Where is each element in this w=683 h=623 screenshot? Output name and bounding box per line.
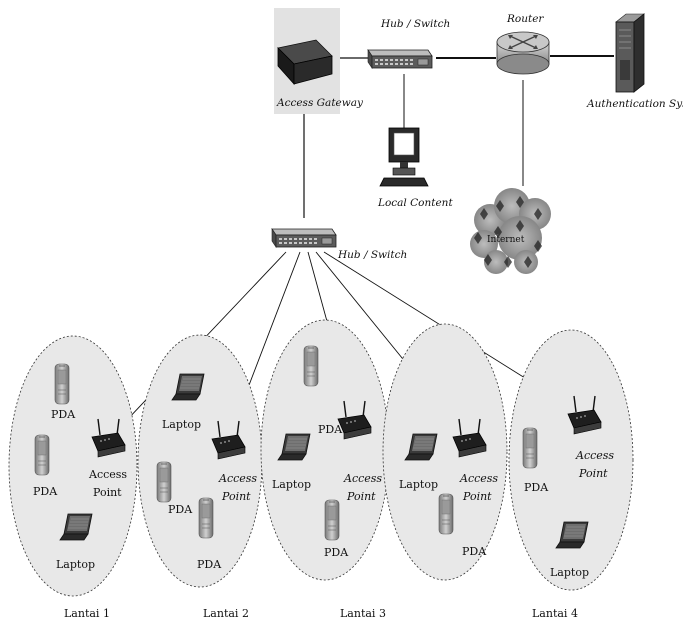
hub-switch-top-label: Hub / Switch (380, 18, 450, 30)
ap-label-line2: Point (93, 486, 122, 499)
ap-label-line2: Point (462, 490, 492, 503)
auth-system-label: Authentication System (586, 98, 683, 110)
zone-2-devices: Laptop Access Point PDA PDA (156, 373, 257, 571)
pda-label: PDA (324, 546, 349, 559)
pda-icon (303, 345, 319, 387)
laptop-label: Laptop (550, 566, 589, 579)
pda-label: PDA (197, 558, 222, 571)
internet-label: Internet (487, 235, 525, 245)
pda-icon (198, 497, 214, 539)
floor-zone-5 (508, 329, 634, 591)
laptop-label: Laptop (272, 478, 311, 491)
access-gateway: Access Gateway (274, 8, 364, 114)
pda-label: PDA (33, 485, 58, 498)
ap-label-line2: Point (221, 490, 251, 503)
zone-4-devices: Laptop Access Point PDA (399, 418, 498, 558)
floor-zone-3 (260, 319, 390, 581)
ap-label-line1: Access (575, 449, 614, 462)
router-label: Router (506, 13, 544, 25)
laptop-label: Laptop (56, 558, 95, 571)
pda-icon (54, 363, 70, 405)
pda-label: PDA (51, 408, 76, 421)
floor-captions: Lantai 1 Lantai 2 Lantai 3 Lantai 4 (64, 607, 578, 620)
ap-label-line1: Access (88, 468, 127, 481)
switch-icon (367, 49, 433, 69)
gateway-icon (277, 39, 333, 86)
floor-zone-1 (8, 335, 138, 597)
pda-label: PDA (524, 481, 549, 494)
pda-label: PDA (168, 503, 193, 516)
laptop-label: Laptop (399, 478, 438, 491)
floor-zones (8, 319, 634, 597)
ap-label-line1: Access (459, 472, 498, 485)
server-icon (615, 13, 645, 93)
pda-icon (34, 434, 50, 476)
zone-5-devices: Access Point PDA Laptop (522, 395, 614, 579)
hub-switch-mid: Hub / Switch (271, 228, 407, 261)
pda-icon (522, 427, 538, 469)
hub-switch-mid-label: Hub / Switch (337, 249, 407, 261)
router-icon (496, 31, 550, 75)
floor-zone-4 (382, 323, 508, 581)
floor-caption-1: Lantai 1 (64, 607, 110, 620)
authentication-system: Authentication System (586, 13, 683, 110)
cloud-icon (470, 188, 551, 274)
pda-label: PDA (318, 423, 343, 436)
pda-icon (156, 461, 172, 503)
ap-label-line2: Point (346, 490, 376, 503)
zone-1-devices: PDA PDA Access Point Laptop (33, 363, 127, 571)
pda-icon (438, 493, 454, 535)
hub-switch-top: Hub / Switch (367, 18, 450, 69)
local-content-label: Local Content (377, 197, 453, 209)
ap-label-line2: Point (578, 467, 608, 480)
local-content: Local Content (377, 127, 453, 209)
laptop-label: Laptop (162, 418, 201, 431)
internet: Internet (470, 188, 551, 274)
zone-3-devices: PDA Laptop Access Point PDA (272, 345, 382, 559)
ap-label-line1: Access (218, 472, 257, 485)
floor-zone-2 (137, 334, 263, 588)
router: Router (496, 13, 550, 75)
pda-icon (324, 499, 340, 541)
computer-icon (379, 127, 429, 187)
pda-label: PDA (462, 545, 487, 558)
ap-label-line1: Access (343, 472, 382, 485)
floor-caption-4: Lantai 4 (532, 607, 578, 620)
floor-caption-3: Lantai 3 (340, 607, 386, 620)
access-gateway-label: Access Gateway (276, 97, 364, 109)
switch-icon (271, 228, 337, 248)
floor-caption-2: Lantai 2 (203, 607, 249, 620)
